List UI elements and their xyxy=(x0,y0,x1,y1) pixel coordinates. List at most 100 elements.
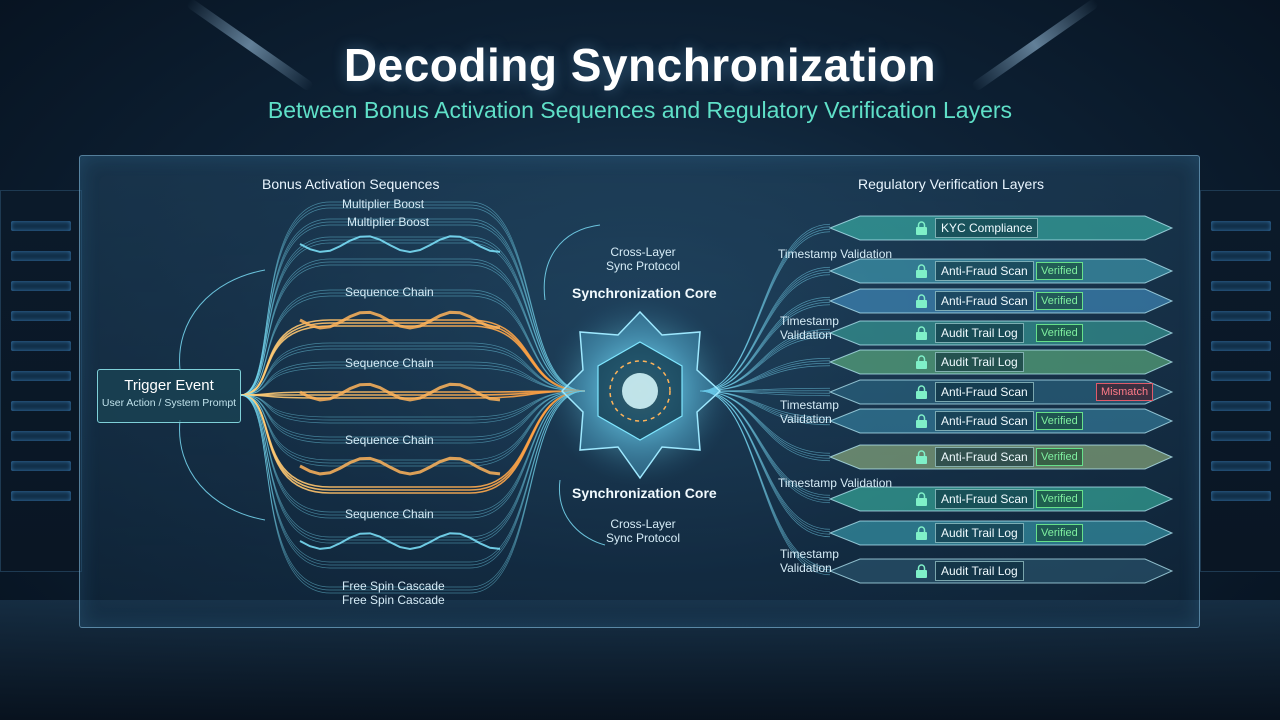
verified-badge: Verified xyxy=(1036,490,1083,508)
flow-strand xyxy=(239,261,586,396)
flow-strand xyxy=(239,342,586,396)
flow-strand xyxy=(239,390,586,563)
server-rack-right xyxy=(1200,190,1280,572)
flow-strand xyxy=(239,295,586,396)
bonus-sequences-header: Bonus Activation Sequences xyxy=(262,176,440,192)
verification-layer: Anti-Fraud Scan xyxy=(915,447,1034,467)
verified-badge: Verified xyxy=(1036,262,1083,280)
lock-icon xyxy=(916,449,927,464)
flow-strand xyxy=(239,364,586,396)
flow-strand xyxy=(239,390,586,441)
flow-strand xyxy=(239,292,586,396)
verification-layer: Anti-Fraud Scan xyxy=(915,411,1034,431)
flow-strand xyxy=(239,390,586,418)
flow-strand xyxy=(239,367,586,396)
page-subtitle: Between Bonus Activation Sequences and R… xyxy=(267,97,1013,123)
verified-badge: Verified xyxy=(1036,448,1083,466)
verification-layer: Anti-Fraud Scan xyxy=(915,382,1034,402)
verification-layer-label: Audit Trail Log xyxy=(935,323,1024,343)
flow-strand xyxy=(239,239,586,396)
sequence-chain-label: Sequence Chain xyxy=(345,356,434,370)
lock-icon xyxy=(916,354,927,369)
verified-badge: Verified xyxy=(1036,524,1083,542)
lock-icon xyxy=(916,491,927,506)
trigger-event-node: Trigger Event User Action / System Promp… xyxy=(97,369,241,423)
trigger-event-subtitle: User Action / System Prompt xyxy=(101,397,237,409)
multiplier-boost-label: Multiplier Boost xyxy=(342,197,425,211)
flow-strand xyxy=(239,242,586,396)
verified-badge: Verified xyxy=(1036,292,1083,310)
sync-core-title-bottom: Synchronization Core xyxy=(572,485,717,501)
wave-signal xyxy=(299,235,501,254)
flow-strand xyxy=(239,390,586,438)
free-spin-cascade-label: Free Spin Cascade xyxy=(342,579,445,593)
flow-strand xyxy=(239,390,586,541)
verification-layer-label: Anti-Fraud Scan xyxy=(935,291,1034,311)
verification-layer: Audit Trail Log xyxy=(915,352,1024,372)
trigger-event-title: Trigger Event xyxy=(124,377,214,394)
lock-icon xyxy=(916,220,927,235)
flow-strand xyxy=(239,390,586,513)
regulatory-layers-header: Regulatory Verification Layers xyxy=(858,176,1044,192)
wave-signal xyxy=(299,456,501,476)
verification-layer-label: Audit Trail Log xyxy=(935,352,1024,372)
flow-strand xyxy=(239,390,586,569)
floor-reflection xyxy=(0,600,1280,720)
flow-strand xyxy=(239,390,586,461)
verification-layer-label: KYC Compliance xyxy=(935,218,1039,238)
lock-icon xyxy=(916,325,927,340)
flow-strand xyxy=(239,236,586,396)
verification-layer-label: Anti-Fraud Scan xyxy=(935,411,1034,431)
verification-layer: Anti-Fraud Scan xyxy=(915,291,1034,311)
verification-layer-label: Anti-Fraud Scan xyxy=(935,447,1034,467)
flow-strand xyxy=(239,390,586,519)
verification-layer: KYC Compliance xyxy=(915,218,1039,238)
flow-strand xyxy=(239,361,586,396)
lock-icon xyxy=(916,563,927,578)
flow-strand xyxy=(239,390,586,591)
flow-strand xyxy=(239,390,586,566)
flow-strand xyxy=(239,390,586,544)
sequence-chain-label: Sequence Chain xyxy=(345,285,434,299)
flow-strand xyxy=(239,390,586,424)
lock-icon xyxy=(916,293,927,308)
sequence-chain-label: Sequence Chain xyxy=(345,433,434,447)
wave-signal xyxy=(299,310,501,330)
flow-strand xyxy=(239,390,586,494)
flow-strand xyxy=(239,390,586,538)
flow-strand xyxy=(239,204,586,396)
flow-strand xyxy=(239,390,586,516)
flow-strand xyxy=(239,218,586,396)
flow-strand xyxy=(239,390,586,467)
multiplier-boost-label: Multiplier Boost xyxy=(347,215,430,229)
synchronization-core-graphic xyxy=(545,296,735,486)
wave-signal xyxy=(299,532,501,551)
verified-badge: Verified xyxy=(1036,324,1083,342)
lock-icon xyxy=(916,413,927,428)
verification-layer: Audit Trail Log xyxy=(915,523,1024,543)
flow-strand xyxy=(239,221,586,396)
verification-layer-label: Audit Trail Log xyxy=(935,561,1024,581)
verification-layer-label: Audit Trail Log xyxy=(935,523,1024,543)
flow-strand xyxy=(239,201,586,396)
flow-strand xyxy=(239,258,586,396)
verification-layer-label: Anti-Fraud Scan xyxy=(935,261,1034,281)
lock-icon xyxy=(916,384,927,399)
flow-strand xyxy=(239,348,586,396)
lock-icon xyxy=(916,525,927,540)
verification-layer-label: Anti-Fraud Scan xyxy=(935,489,1034,509)
page-title: Decoding Synchronization xyxy=(343,39,937,91)
verification-layer: Audit Trail Log xyxy=(915,323,1024,343)
timestamp-validation-label: Timestamp Validation xyxy=(778,247,893,261)
flow-strand xyxy=(239,390,586,588)
verified-badge: Verified xyxy=(1036,412,1083,430)
mismatch-badge: Mismatch xyxy=(1096,383,1154,401)
verification-layer: Anti-Fraud Scan xyxy=(915,489,1034,509)
sequence-chain-label: Sequence Chain xyxy=(345,507,434,521)
